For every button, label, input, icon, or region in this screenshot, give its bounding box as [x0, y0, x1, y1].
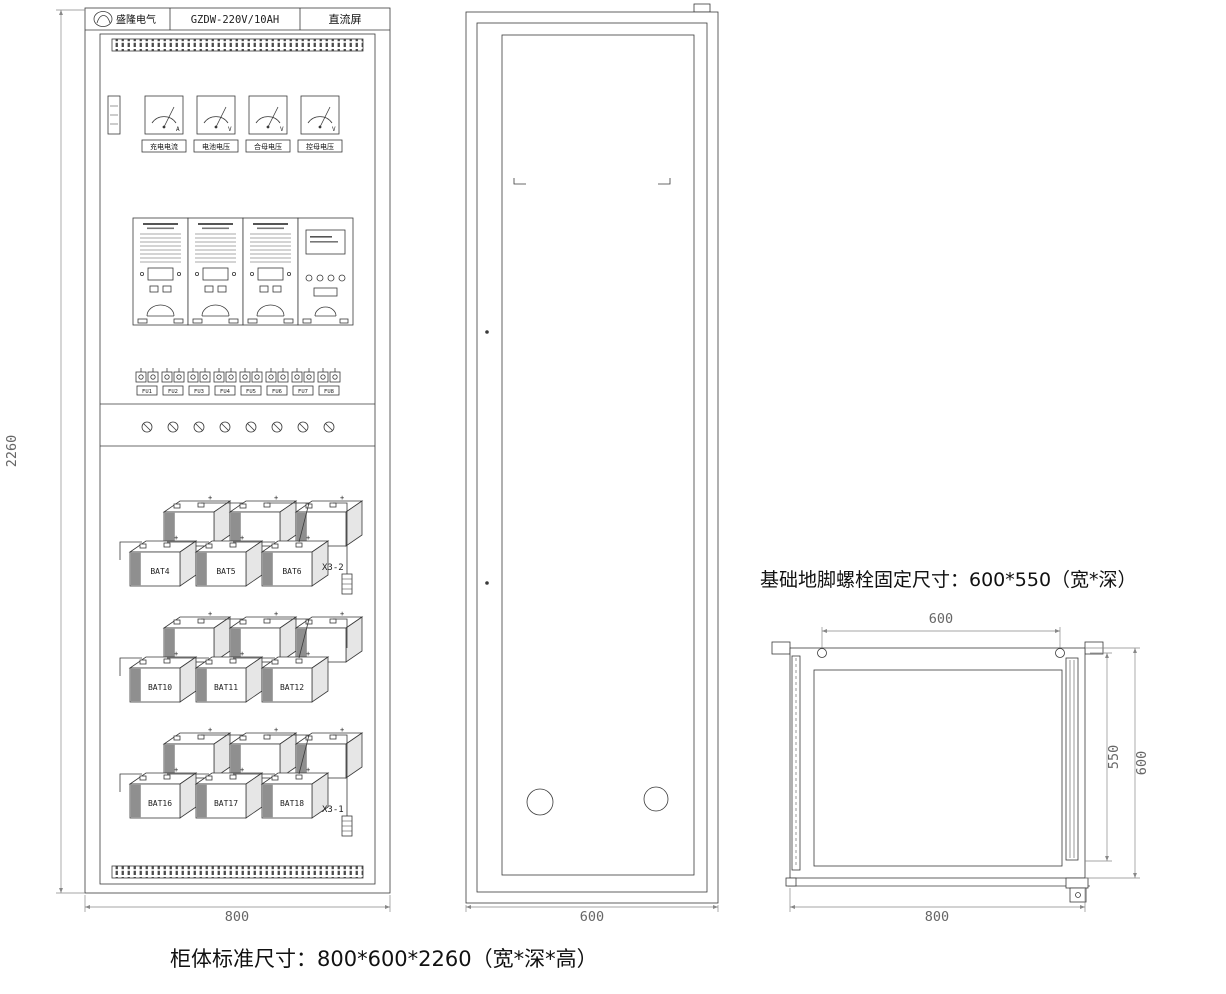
dim-bolt-width-600: 600 — [821, 611, 1061, 648]
mounting-rail-right — [1065, 657, 1079, 861]
base-detail — [1069, 887, 1087, 903]
battery-label: BAT4 — [150, 567, 169, 576]
terminal-row: FU1 FU2 FU3 FU4 FU5 FU6 FU7 FU8 — [135, 367, 341, 396]
battery-group-3: BAT16 BAT17 BAT18 X3-1 — [119, 725, 363, 837]
dim-height-2260: 2260 — [4, 9, 85, 894]
battery-label: BAT11 — [214, 683, 238, 692]
dim-plan-width-text: 800 — [925, 909, 949, 925]
connector-label-x3-1: X3-1 — [322, 805, 344, 815]
side-view: 600 — [465, 3, 719, 925]
cable-gland-hole — [526, 788, 554, 816]
monitor-button — [327, 274, 335, 282]
terminal-4-label: FU4 — [220, 389, 231, 395]
meter-2-label: 电池电压 — [202, 142, 230, 151]
dim-depth-text: 600 — [1134, 751, 1150, 775]
meter-3-label: 合母电压 — [254, 142, 282, 151]
base-foot-right — [1065, 877, 1089, 889]
cabinet-size-note: 柜体标准尺寸：800*600*2260（宽*深*高） — [170, 947, 598, 971]
lifting-lug — [693, 3, 711, 13]
battery-label: BAT10 — [148, 683, 172, 692]
foundation-note: 基础地脚螺栓固定尺寸：600*550（宽*深） — [760, 569, 1137, 591]
terminal-5-label: FU5 — [246, 389, 256, 395]
dim-bolt-depth-text: 550 — [1106, 745, 1122, 769]
dim-height-text: 2260 — [4, 435, 20, 468]
terminal-3-label: FU3 — [194, 389, 204, 395]
cable-gland-hole — [643, 786, 669, 812]
meter-3-unit: V — [280, 126, 284, 133]
anchor-bolt — [1055, 648, 1065, 658]
door-corner-mark — [658, 178, 671, 185]
panel-name: 直流屏 — [329, 12, 362, 26]
dim-front-width-text: 800 — [225, 909, 249, 925]
monitor-button — [338, 274, 346, 282]
monitor-button — [305, 274, 313, 282]
connector-label-x3-2: X3-2 — [322, 563, 344, 573]
brand-logo-icon — [96, 15, 111, 24]
plan-view: 基础地脚螺栓固定尺寸：600*550（宽*深） 600 550 — [760, 569, 1150, 925]
hinge-dot — [485, 330, 489, 334]
meter-2-unit: V — [228, 126, 232, 133]
corner-bracket-left — [771, 641, 791, 655]
meter-1-unit: A — [176, 126, 180, 133]
meter-1-label: 充电电流 — [150, 142, 178, 151]
dim-side-width-600: 600 — [465, 905, 719, 925]
door-corner-mark — [513, 178, 526, 185]
battery-label: BAT12 — [280, 683, 304, 692]
front-view: 盛隆电气 GZDW-220V/10AH 直流屏 A V V V 充电电流 — [4, 7, 391, 925]
side-door-panel — [501, 34, 695, 876]
brand-name: 盛隆电气 — [116, 13, 156, 26]
battery-group-1: BAT4 BAT5 BAT6 X3-2 — [119, 493, 363, 595]
base-foot-left — [785, 877, 797, 887]
dim-depth-600: 600 — [1085, 647, 1150, 879]
terminal-6-label: FU6 — [272, 389, 282, 395]
dim-front-width-800: 800 — [84, 895, 391, 925]
battery-label: BAT18 — [280, 799, 304, 808]
charger-module-1 — [132, 217, 189, 326]
battery-label: BAT5 — [216, 567, 235, 576]
base-detail-bolt — [1075, 892, 1081, 898]
terminal-2-label: FU2 — [168, 389, 178, 395]
dim-bolt-width-text: 600 — [929, 611, 953, 627]
monitor-button — [316, 274, 324, 282]
terminal-1-label: FU1 — [142, 389, 152, 395]
cabinet-footprint-inner — [813, 669, 1063, 867]
battery-label: BAT6 — [282, 567, 301, 576]
meter-4-unit: V — [332, 126, 336, 133]
charger-module-3 — [242, 217, 299, 326]
meter-row: A V V V 充电电流 电池电压 合母电压 控母电压 — [107, 95, 343, 153]
hinge-dot — [485, 581, 489, 585]
title-block: 盛隆电气 GZDW-220V/10AH 直流屏 — [85, 8, 390, 31]
meter-4-label: 控母电压 — [306, 142, 334, 151]
model-number: GZDW-220V/10AH — [191, 14, 280, 26]
battery-label: BAT16 — [148, 799, 172, 808]
battery-group-2: BAT10 BAT11 BAT12 — [119, 609, 363, 703]
charger-module-2 — [187, 217, 244, 326]
monitor-module — [297, 217, 354, 326]
brand-logo-icon — [93, 11, 113, 27]
module-row — [132, 217, 354, 326]
terminal-7-label: FU7 — [298, 389, 308, 395]
dim-plan-width-800: 800 — [789, 888, 1086, 925]
vent-grille-bottom — [111, 865, 364, 879]
vent-grille-top — [111, 38, 364, 52]
anchor-bolt — [817, 648, 827, 658]
terminal-8-label: FU8 — [324, 389, 334, 395]
dim-side-width-text: 600 — [580, 909, 604, 925]
dim-bolt-depth-550: 550 — [1085, 652, 1122, 862]
battery-label: BAT17 — [214, 799, 238, 808]
